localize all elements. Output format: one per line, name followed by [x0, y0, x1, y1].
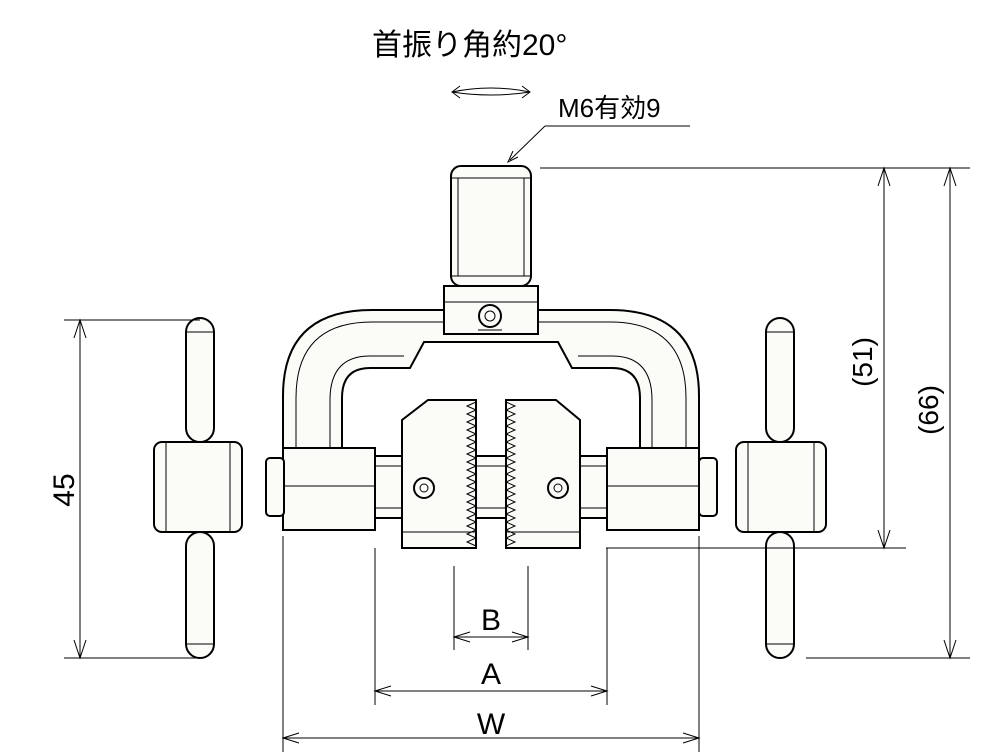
dimension-45: 45	[48, 318, 200, 660]
swing-angle-arrow	[451, 85, 531, 99]
thread-spec-label: M6有効9	[558, 93, 661, 123]
dim-45-label: 45	[48, 473, 81, 506]
dim-W-label: W	[477, 708, 506, 741]
left-collar	[153, 441, 285, 533]
right-collar	[698, 441, 827, 533]
dim-A-label: A	[481, 658, 501, 691]
dim-51-label: (51)	[847, 337, 878, 387]
left-jaw	[401, 399, 477, 549]
jaw-teeth	[465, 401, 517, 547]
right-jaw	[505, 399, 581, 549]
dimension-A: A	[373, 548, 609, 705]
thread-leader-line	[506, 125, 690, 164]
dimension-W: W	[281, 536, 701, 752]
dimension-66: (66)	[806, 166, 970, 660]
left-jaw-teeth	[465, 401, 478, 547]
swivel-block	[443, 285, 539, 335]
swing-angle-label: 首振り角約20°	[372, 29, 567, 62]
dim-B-label: B	[481, 604, 501, 637]
right-jaw-teeth	[504, 401, 517, 547]
dimension-B: B	[452, 566, 530, 650]
dim-66-label: (66)	[913, 385, 944, 435]
guide-bar	[282, 447, 700, 531]
left-handle[interactable]	[185, 317, 215, 659]
right-handle[interactable]	[765, 317, 795, 659]
u-frame	[282, 309, 700, 451]
threaded-stud	[450, 165, 532, 287]
dimension-51: (51)	[540, 166, 970, 550]
